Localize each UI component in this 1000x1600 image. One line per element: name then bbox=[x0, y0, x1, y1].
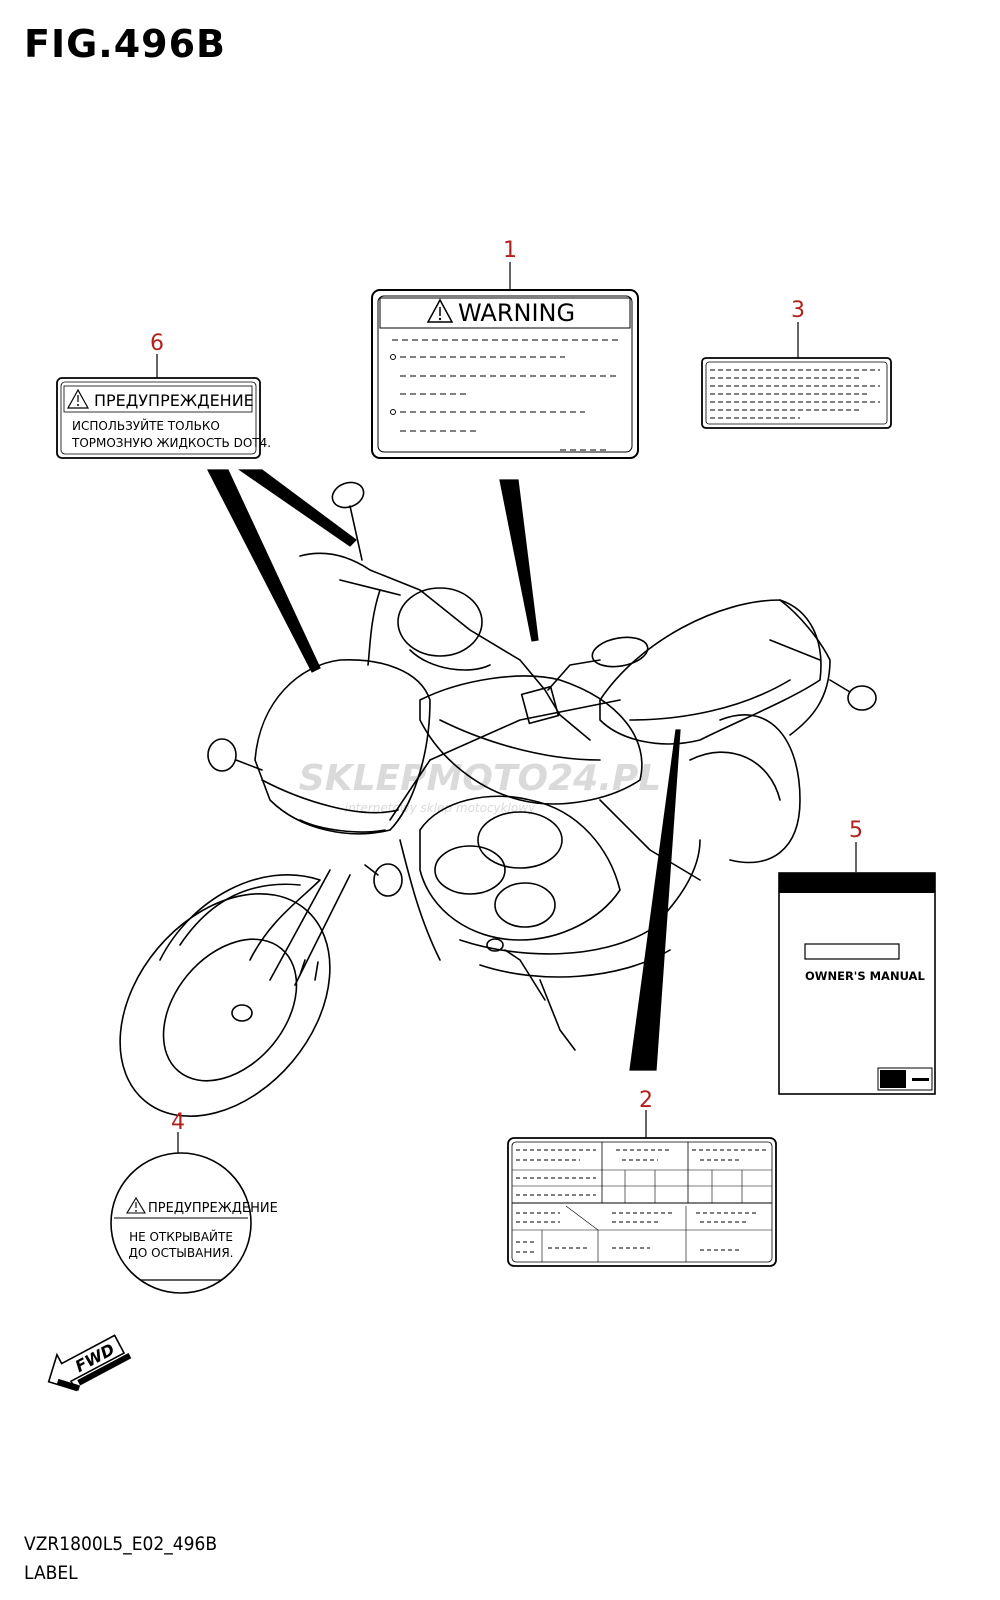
callout-4: 4 bbox=[171, 1110, 185, 1135]
callout-2: 2 bbox=[639, 1088, 653, 1113]
callout-3: 3 bbox=[791, 298, 805, 323]
warning-heading: WARNING bbox=[458, 299, 575, 327]
fwd-arrow: FWD bbox=[47, 1334, 132, 1392]
owners-manual-title: OWNER'S MANUAL bbox=[805, 969, 925, 983]
suzuki-brand: SUZUKI bbox=[885, 1082, 902, 1088]
radiator-cap-line1: НЕ ОТКРЫВАЙТЕ bbox=[129, 1229, 233, 1244]
brake-fluid-label: ПРЕДУПРЕЖДЕНИЕ ИСПОЛЬЗУЙТЕ ТОЛЬКО ТОРМОЗ… bbox=[56, 377, 271, 459]
caution-triangle-icon bbox=[126, 1196, 146, 1214]
callouts: 1 2 3 4 5 6 bbox=[150, 238, 863, 1135]
caution-triangle-icon bbox=[66, 388, 90, 409]
owners-manual: OWNER'S MANUAL SUZUKI bbox=[778, 872, 936, 1095]
callout-1: 1 bbox=[503, 238, 517, 263]
section-name: LABEL bbox=[24, 1562, 78, 1584]
brake-fluid-line2: ТОРМОЗНУЮ ЖИДКОСТЬ DOT4. bbox=[71, 436, 271, 450]
leader-lines bbox=[156, 262, 857, 1162]
radiator-cap-heading: ПРЕДУПРЕЖДЕНИЕ bbox=[148, 1201, 278, 1216]
watermark-brand: SKLEPMOTO24.PL bbox=[299, 758, 661, 799]
warning-triangle-icon bbox=[426, 298, 454, 323]
figure-title: FIG.496B bbox=[24, 22, 227, 66]
radiator-cap-line2: ДО ОСТЫВАНИЯ. bbox=[129, 1246, 234, 1260]
callout-5: 5 bbox=[849, 818, 863, 843]
small-info-label bbox=[701, 357, 892, 429]
brake-fluid-heading: ПРЕДУПРЕЖДЕНИЕ bbox=[94, 391, 254, 410]
motorcycle-drawing bbox=[119, 481, 877, 1118]
callout-6: 6 bbox=[150, 331, 164, 356]
information-label bbox=[507, 1137, 777, 1267]
brake-fluid-line1: ИСПОЛЬЗУЙТЕ ТОЛЬКО bbox=[72, 418, 220, 433]
watermark: SKLEPMOTO24.PL internetowy sklep motocyk… bbox=[299, 758, 661, 815]
radiator-cap-label: ПРЕДУПРЕЖДЕНИЕ НЕ ОТКРЫВАЙТЕ ДО ОСТЫВАНИ… bbox=[110, 1152, 278, 1294]
warning-label: WARNING bbox=[371, 289, 639, 459]
model-code: VZR1800L5_E02_496B bbox=[24, 1533, 218, 1555]
